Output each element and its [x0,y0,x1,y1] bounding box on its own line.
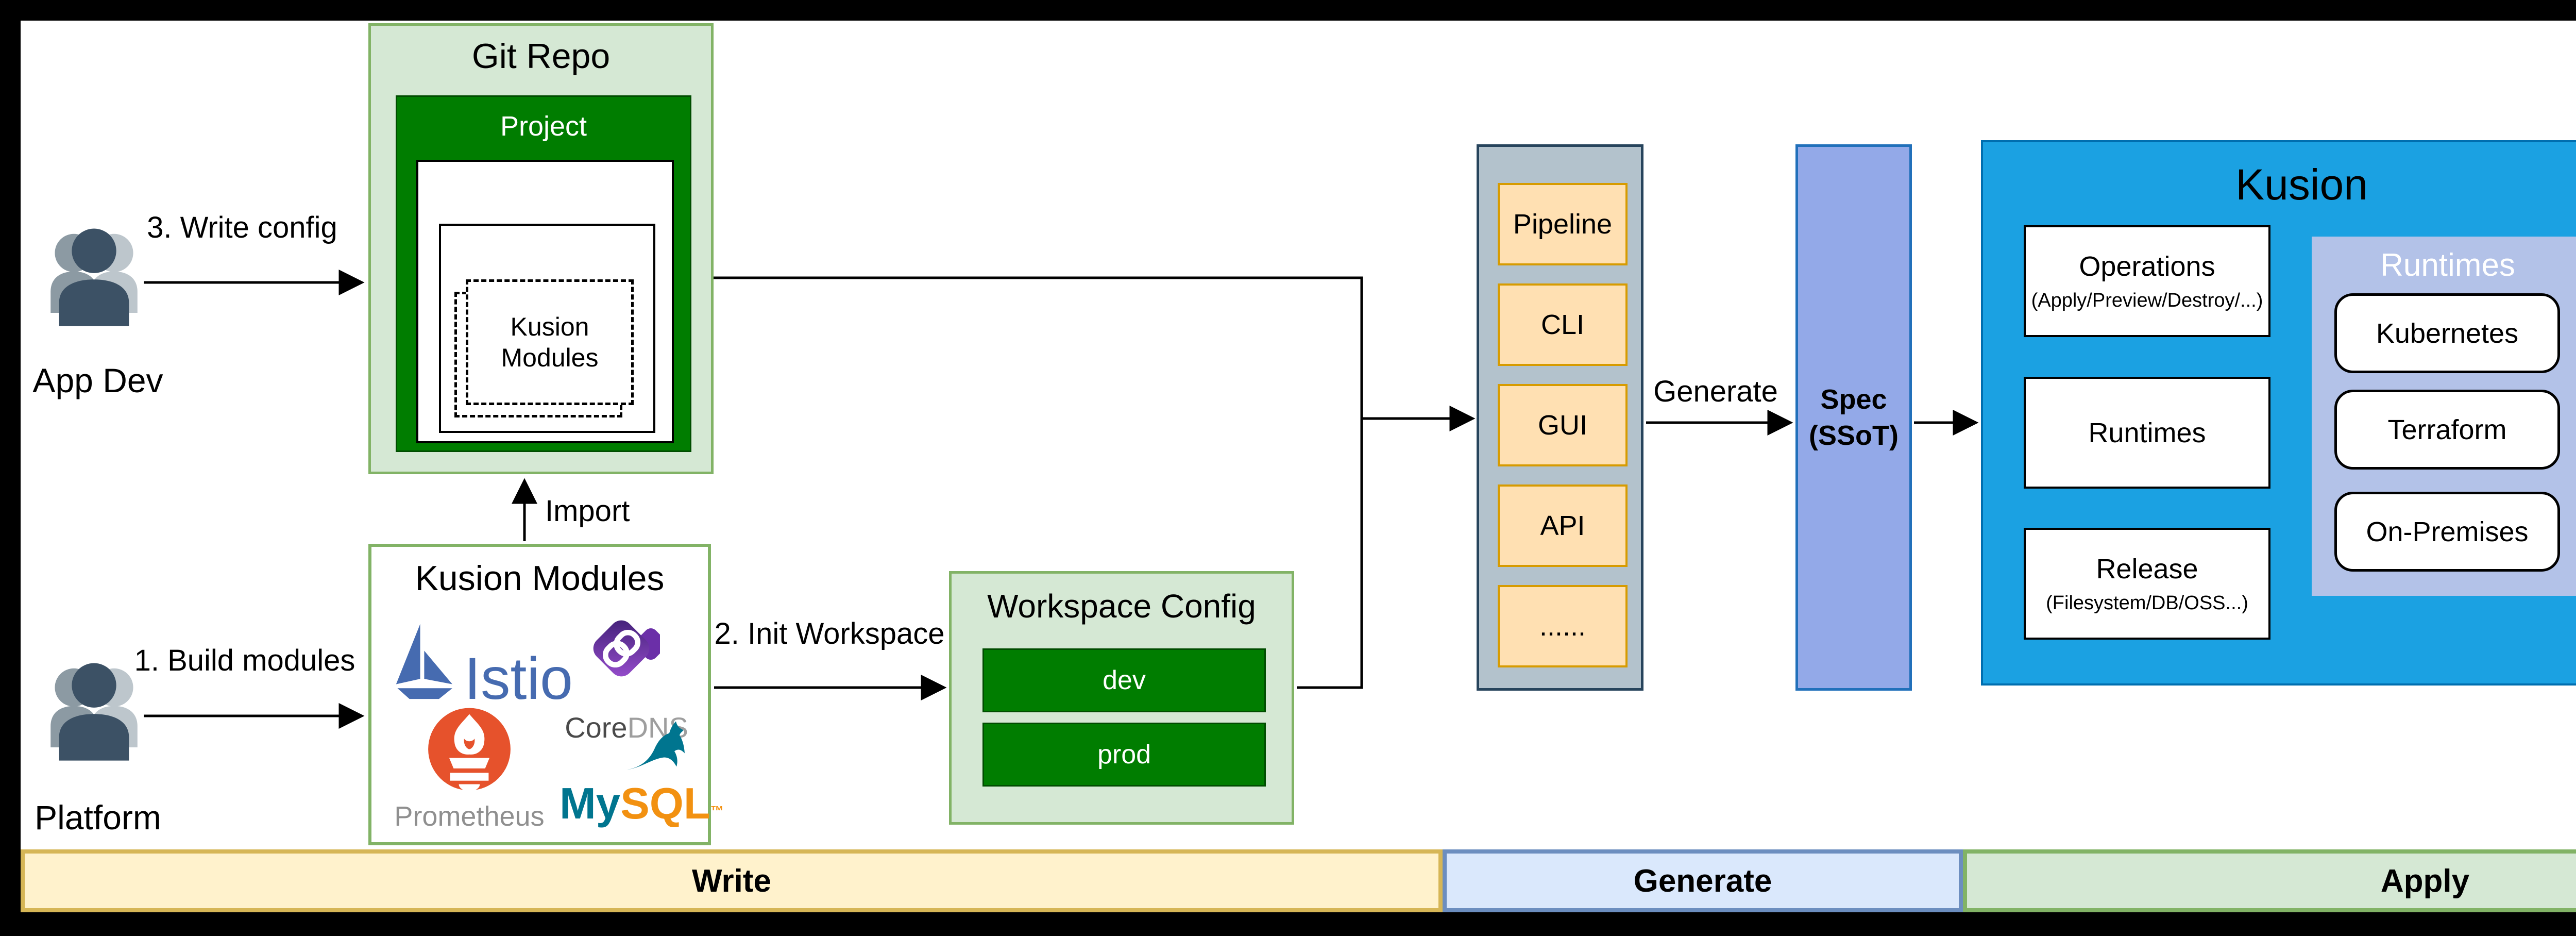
workspace-config-title: Workspace Config [987,588,1256,625]
phase-generate: Generate [1443,849,1963,912]
release-title: Release [2096,554,2198,584]
appconfig-box: AppConfig Kusion Modules [439,224,655,433]
runtimes-title: Runtimes [2088,417,2206,448]
operations-title: Operations [2079,251,2215,282]
phase-write: Write [21,849,1443,912]
app-dev-label: App Dev [32,361,163,399]
release-subtitle: (Filesystem/DB/OSS...) [2046,592,2248,614]
spec-ssot-box: Spec (SSoT) [1795,144,1912,691]
interface-pipeline: Pipeline [1498,183,1628,265]
operations-subtitle: (Apply/Preview/Destroy/...) [2031,290,2263,311]
stack-title: Stack(dev) [478,175,612,206]
prometheus-label: Prometheus [394,801,545,832]
interface-gui: GUI [1498,384,1628,466]
mysql-label-sql: SQL [620,779,710,828]
platform-label: Platform [35,798,161,837]
workspace-config-box: Workspace Config dev prod [949,571,1294,825]
kusion-modules-box: Kusion Modules Istio [368,544,724,845]
runtime-onpremises: On-Premises [2334,492,2560,572]
appconfig-title: AppConfig [482,237,613,268]
platform-users-icon [46,654,142,767]
write-config-label: 3. Write config [147,211,337,244]
mysql-label: MySQL™ [560,779,724,829]
kusion-modules-title: Kusion Modules [415,559,665,598]
workspace-env-dev: dev [982,648,1266,712]
runtimes-box: Runtimes [2024,377,2270,489]
git-repo-box: Git Repo Project Stack(dev) AppConfig Ku… [368,23,714,474]
interface-api: API [1498,484,1628,567]
coredns-label-core: Core [565,711,628,744]
interface-more: ...... [1498,585,1628,667]
build-modules-label: 1. Build modules [134,644,355,677]
git-repo-title: Git Repo [471,37,611,76]
mysql-label-my: My [560,779,621,828]
stack-box: Stack(dev) AppConfig Kusion Modules [416,160,674,443]
operations-box: Operations (Apply/Preview/Destroy/...) [2024,225,2270,337]
import-label: Import [545,494,630,528]
kusion-title: Kusion [2235,160,2368,209]
project-title: Project [500,111,587,142]
release-box: Release (Filesystem/DB/OSS...) [2024,528,2270,640]
prometheus-icon [426,704,513,794]
runtimes-panel-title: Runtimes [2380,247,2515,283]
workspace-env-prod: prod [982,723,1266,787]
init-workspace-label: 2. Init Workspace [714,617,945,650]
istio-icon [392,619,459,709]
kusion-box: Kusion Operations (Apply/Preview/Destroy… [1981,140,2576,686]
interfaces-box: Pipeline CLI GUI API ...... [1477,144,1643,691]
phase-apply: Apply [1963,849,2576,912]
spec-line2: (SSoT) [1809,420,1899,451]
runtime-terraform: Terraform [2334,390,2560,470]
runtime-kubernetes: Kubernetes [2334,293,2560,373]
project-box: Project Stack(dev) AppConfig Kusion Modu… [396,95,691,452]
mysql-trademark: ™ [710,803,724,818]
coredns-icon [583,610,667,687]
mysql-dolphin-icon [624,713,686,782]
spec-line1: Spec [1820,383,1887,415]
kusion-modules-dashed-box: Kusion Modules [466,279,634,405]
istio-label: Istio [464,646,573,712]
runtimes-panel: Runtimes Kubernetes Terraform On-Premise… [2312,237,2576,596]
interface-cli: CLI [1498,283,1628,366]
generate-label: Generate [1653,375,1778,408]
app-dev-users-icon [46,219,142,332]
